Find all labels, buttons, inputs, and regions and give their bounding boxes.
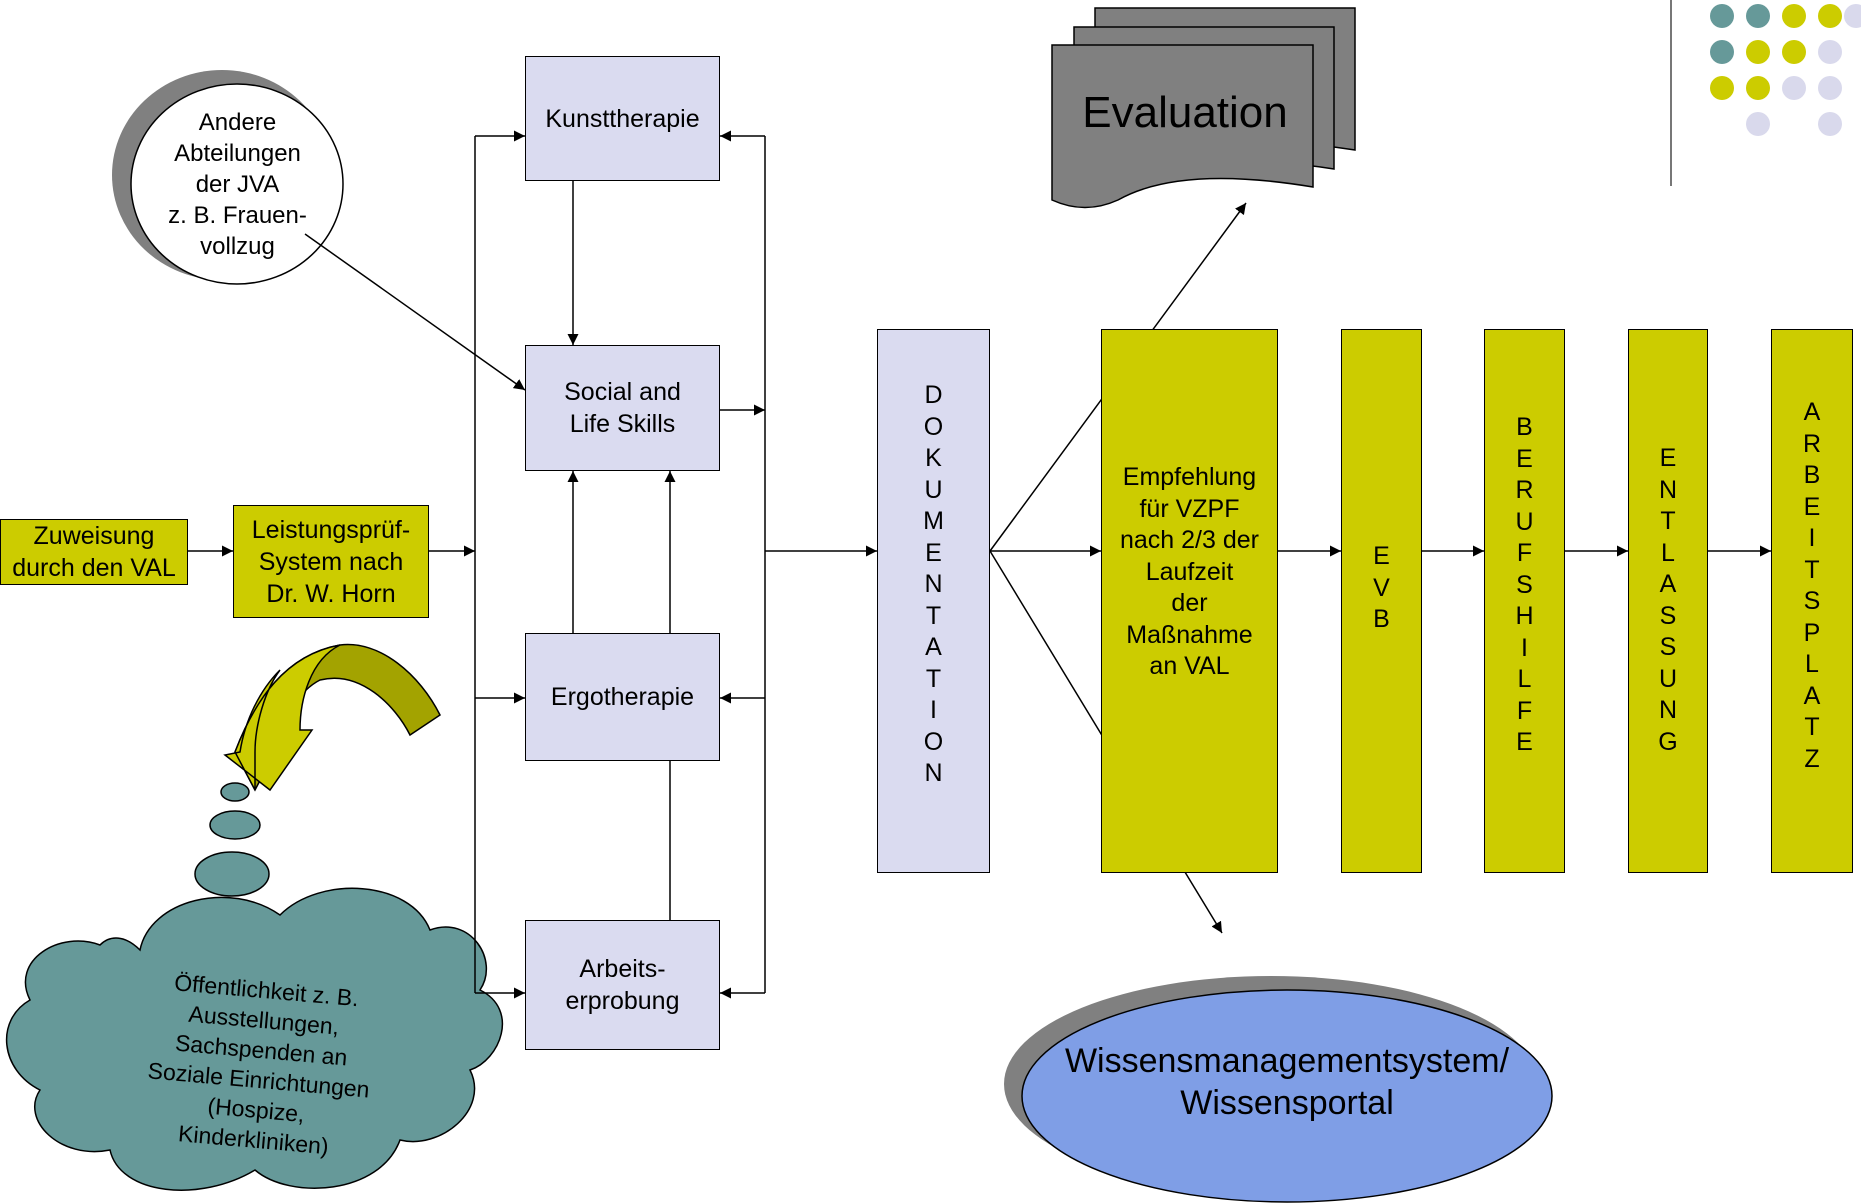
empfehlung-box: Empfehlung für VZPF nach 2/3 der Laufzei… [1101,329,1278,873]
ergotherapie-box: Ergotherapie [525,633,720,761]
decorative-dots [1710,4,1861,136]
curved-arrow-shape [223,643,441,792]
arbeitsplatz-box: A R B E I T S P L A T Z [1771,329,1853,873]
dokumentation-box: D O K U M E N T A T I O N [877,329,990,873]
evb-box: E V B [1341,329,1422,873]
evaluation-title: Evaluation [1082,88,1288,137]
wissensportal-text: Wissensmanagementsystem/ Wissensportal [1064,1042,1510,1122]
andere-circle [130,83,344,285]
empfehlung-label: Empfehlung für VZPF nach 2/3 der Laufzei… [1120,463,1259,680]
andere-abteilungen-text: Andere Abteilungen der JVA z. B. Frauen-… [168,109,307,260]
evaluation-stack-shape [1051,7,1356,209]
social-life-skills-box: Social and Life Skills [525,345,720,471]
leistungspruef-box: Leistungsprüf- System nach Dr. W. Horn [233,505,429,618]
thought-cloud [5,782,504,1191]
arbeitsplatz-label: A R B E I T S P L A T Z [1802,398,1822,773]
dokumentation-label: D O K U M E N T A T I O N [923,381,944,787]
cloud-text: Öffentlichkeit z. B. Ausstellungen, Sach… [146,969,371,1160]
arbeitserprobung-box: Arbeits- erprobung [525,920,720,1050]
wissen-ellipse [1021,989,1553,1203]
berufshilfe-box: B E R U F S H I L F E [1484,329,1565,873]
zuweisung-box: Zuweisung durch den VAL [0,519,188,585]
evb-label: E V B [1373,542,1390,633]
entlassung-label: E N T L A S S U N G [1658,444,1678,756]
entlassung-box: E N T L A S S U N G [1628,329,1708,873]
berufshilfe-label: B E R U F S H I L F E [1515,413,1534,756]
kunsttherapie-box: Kunsttherapie [525,56,720,181]
